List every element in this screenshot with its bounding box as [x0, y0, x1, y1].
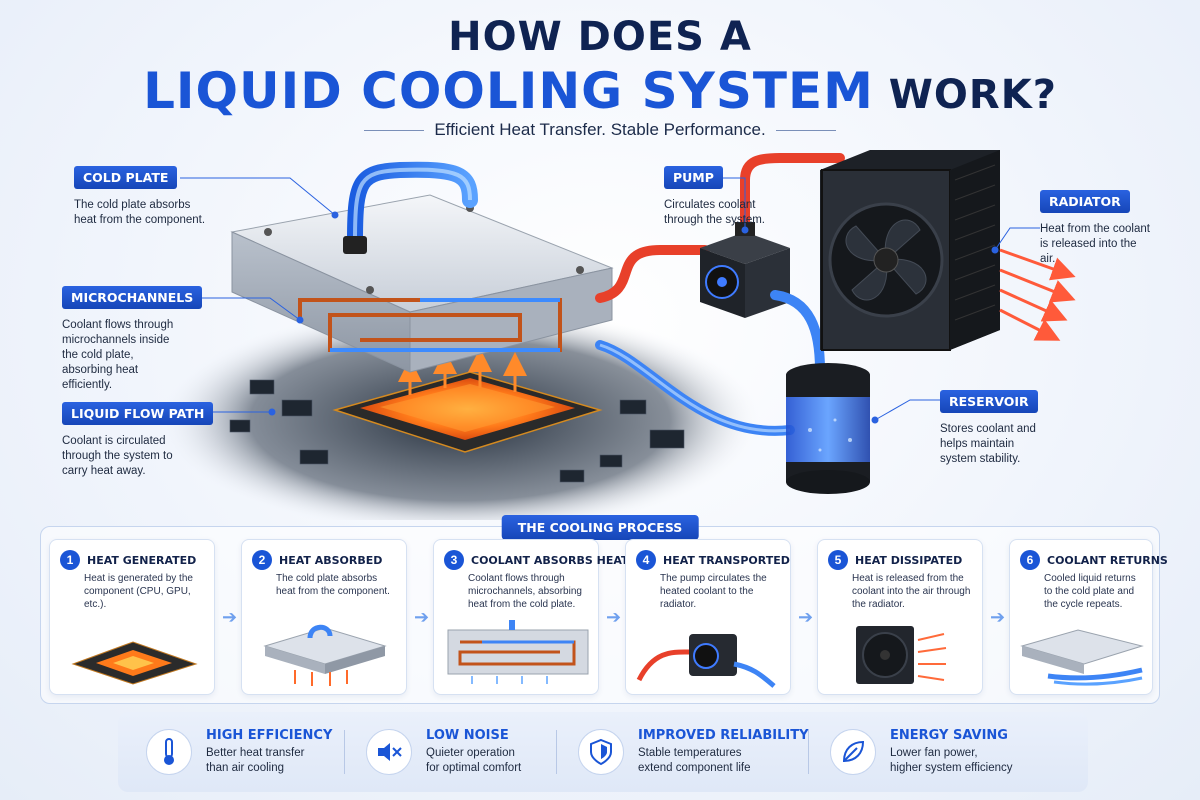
reservoir-desc: Stores coolant and helps maintain system…	[940, 423, 1036, 465]
microchannel-cutaway-icon	[447, 620, 589, 684]
cold-plate-icon	[263, 624, 387, 686]
process-step-3: 3 COOLANT ABSORBS HEAT Coolant flows thro…	[433, 539, 629, 695]
divider	[344, 730, 345, 774]
liquid-flow-desc: Coolant is circulated through the system…	[62, 435, 173, 477]
inlet-fitting	[343, 236, 367, 254]
step-desc: Heat is generated by the component (CPU,…	[84, 573, 193, 610]
step-number: 1	[60, 550, 80, 570]
process-step-4: 4 HEAT TRANSPORTED The pump circulates th…	[625, 539, 791, 695]
step-title: COOLANT ABSORBS HEAT	[471, 553, 629, 567]
step-title: HEAT DISSIPATED	[855, 553, 963, 567]
step-title: HEAT GENERATED	[87, 553, 197, 567]
heat-rising-arrows	[398, 348, 527, 395]
step-arrow: ➔	[414, 607, 430, 627]
step-title: HEAT TRANSPORTED	[663, 553, 790, 567]
pump	[700, 222, 790, 318]
process-title: THE COOLING PROCESS	[501, 515, 699, 540]
step-number: 6	[1020, 550, 1040, 570]
callout-leader-lines	[180, 177, 1040, 424]
step-number: 2	[252, 550, 272, 570]
benefit-low-noise: LOW NOISE Quieter operation for optimal co…	[366, 722, 521, 782]
radiator	[820, 150, 1000, 351]
callout-microchannels: MICROCHANNELS Coolant flows through micr…	[62, 286, 252, 393]
step-title: COOLANT RETURNS	[1047, 553, 1168, 567]
step-arrow: ➔	[606, 607, 622, 627]
cooling-system-illustration	[160, 150, 1076, 520]
step-arrow: ➔	[798, 607, 814, 627]
cooling-process-panel: THE COOLING PROCESS 1 HEAT GENERATED Heat…	[40, 515, 1168, 704]
benefit-desc-line-1: Better heat transfer	[206, 747, 305, 759]
process-step-2: 2 HEAT ABSORBED The cold plate absorbs he…	[241, 539, 407, 695]
subtitle: Efficient Heat Transfer. Stable Performa…	[0, 120, 1200, 140]
divider	[556, 730, 557, 774]
benefit-improved-reliability: IMPROVED RELIABILITY Stable temperatures e…	[578, 722, 809, 782]
microchannels	[298, 298, 562, 352]
callout-radiator: RADIATOR Heat from the coolant is releas…	[1040, 190, 1180, 267]
divider	[808, 730, 809, 774]
title-line-2: LIQUID COOLING SYSTEM WORK?	[0, 62, 1200, 120]
pump-desc: Circulates coolant through the system.	[664, 199, 765, 226]
benefit-desc-line-2: than air cooling	[206, 762, 284, 774]
step-desc: Coolant flows through microchannels, abs…	[468, 573, 582, 610]
title-end: WORK?	[888, 72, 1057, 118]
benefit-title: LOW NOISE	[426, 728, 509, 743]
benefit-desc-line-1: Quieter operation	[426, 747, 515, 759]
step-desc: Heat is released from the coolant into t…	[852, 573, 971, 610]
benefit-desc-line-2: higher system efficiency	[890, 762, 1013, 774]
thermometer-icon	[146, 729, 192, 775]
process-step-5: 5 HEAT DISSIPATED Heat is released from t…	[817, 539, 983, 695]
benefit-desc-line-1: Lower fan power,	[890, 747, 978, 759]
callout-liquid-flow-path: LIQUID FLOW PATH Coolant is circulated t…	[62, 402, 252, 479]
step-desc: The cold plate absorbs heat from the com…	[276, 573, 390, 597]
heat-exhaust-arrows	[999, 248, 1076, 341]
benefit-desc-line-2: extend component life	[638, 762, 751, 774]
benefit-title: HIGH EFFICIENCY	[206, 728, 333, 743]
microchannels-desc: Coolant flows through microchannels insi…	[62, 319, 174, 391]
liquid-flow-label: LIQUID FLOW PATH	[62, 402, 214, 425]
leaf-icon	[830, 729, 876, 775]
mute-speaker-icon	[366, 729, 412, 775]
benefit-energy-saving: ENERGY SAVING Lower fan power, higher syst…	[830, 722, 1013, 782]
process-step-6: 6 COOLANT RETURNS Cooled liquid returns t…	[1009, 539, 1168, 695]
title-line-1: HOW DOES A	[448, 14, 752, 60]
step-number: 5	[828, 550, 848, 570]
chip-heat-icon	[71, 641, 198, 685]
step-desc: Cooled liquid returns to the cold plate …	[1044, 573, 1136, 610]
benefit-high-efficiency: HIGH EFFICIENCY Better heat transfer than …	[146, 722, 332, 782]
reservoir-label: RESERVOIR	[940, 390, 1038, 413]
step-arrow: ➔	[222, 607, 238, 627]
coolant-return-icon	[1020, 629, 1144, 686]
step-title: HEAT ABSORBED	[279, 553, 383, 567]
step-desc: The pump circulates the heated coolant t…	[660, 573, 767, 610]
shield-icon	[578, 729, 624, 775]
benefit-title: ENERGY SAVING	[890, 728, 1008, 743]
benefit-title: IMPROVED RELIABILITY	[638, 728, 809, 743]
subtitle-rule-right	[775, 130, 836, 132]
title-accent: LIQUID COOLING SYSTEM	[143, 62, 874, 120]
callout-pump: PUMP Circulates coolant through the syst…	[664, 166, 804, 228]
benefits-bar: HIGH EFFICIENCY Better heat transfer than …	[118, 712, 1088, 792]
cold-plate-label: COLD PLATE	[74, 166, 178, 189]
reservoir	[786, 363, 870, 494]
subtitle-rule-left	[364, 130, 425, 132]
radiator-desc: Heat from the coolant is released into t…	[1040, 223, 1150, 265]
benefit-desc-line-2: for optimal comfort	[426, 762, 522, 774]
pump-label: PUMP	[664, 166, 723, 189]
hot-tube-to-pump	[595, 245, 710, 303]
cold-plate-desc: The cold plate absorbs heat from the com…	[74, 199, 206, 226]
step-number: 3	[444, 550, 464, 570]
radiator-label: RADIATOR	[1040, 190, 1130, 213]
callout-cold-plate: COLD PLATE The cold plate absorbs heat f…	[74, 166, 264, 228]
callout-reservoir: RESERVOIR Stores coolant and helps maint…	[940, 390, 1080, 467]
process-step-1: 1 HEAT GENERATED Heat is generated by the…	[49, 539, 215, 695]
step-arrow: ➔	[990, 607, 1006, 627]
step-number: 4	[636, 550, 656, 570]
radiator-fan-icon	[856, 626, 947, 684]
benefit-desc-line-1: Stable temperatures	[638, 747, 742, 759]
pump-icon	[636, 634, 776, 688]
subtitle-text: Efficient Heat Transfer. Stable Performa…	[434, 120, 766, 139]
cpu-chip	[332, 371, 603, 453]
microchannels-label: MICROCHANNELS	[62, 286, 203, 309]
cold-tube-pump-to-reservoir	[770, 290, 825, 375]
